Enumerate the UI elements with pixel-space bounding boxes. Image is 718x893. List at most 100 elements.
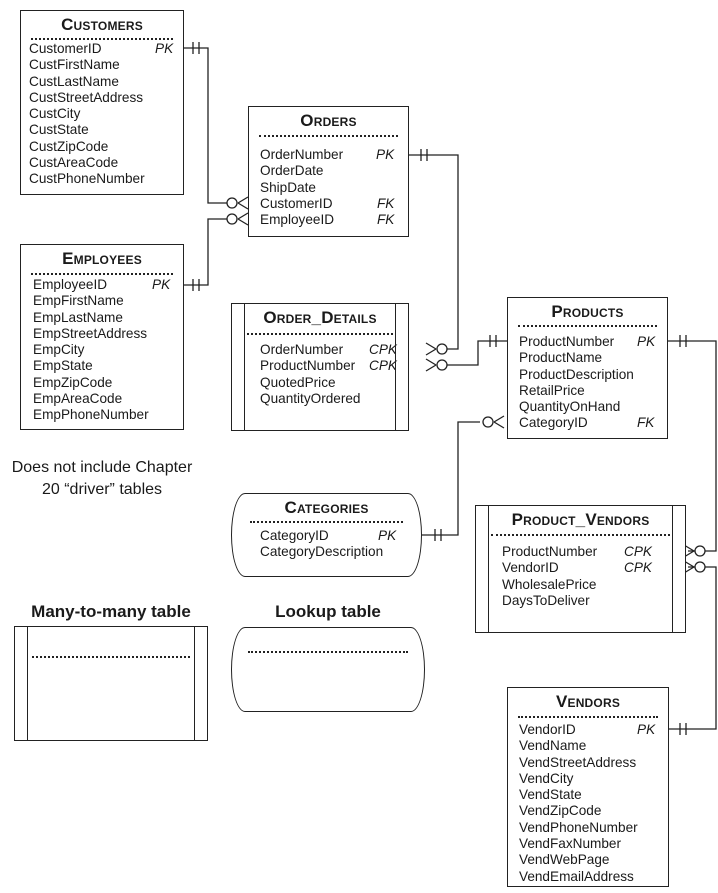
one-marker-categories [434,529,442,541]
field-name: EmployeeID [33,277,108,292]
field-row: EmpPhoneNumber [21,407,183,423]
field-name: CategoryID [519,415,588,431]
field-name: EmpZipCode [33,374,113,390]
field-row: ProductDescription [508,367,667,383]
key-label: FK [377,212,395,228]
field-row: VendName [508,738,668,754]
field-name: VendStreetAddress [519,754,637,770]
field-name: CustZipCode [29,138,109,154]
field-row: EmpStreetAddress [21,326,183,342]
key-label: FK [637,415,655,431]
field-row: ProductName [508,350,667,366]
many-marker-orders-customer [226,196,249,210]
field-name: EmpLastName [33,309,123,325]
field-row: VendFaxNumber [508,836,668,852]
key-label: PK [155,41,174,56]
key-label: PK [152,277,171,292]
one-marker-employees [192,279,200,291]
many-marker-orders-employee [226,212,249,226]
rel-employees-orders [184,218,230,286]
field-name: ProductNumber [502,544,598,559]
field-name: VendorID [502,560,559,576]
field-row: CustZipCode [21,139,183,155]
title-divider [518,716,658,718]
title-divider [250,521,403,523]
field-name: VendEmailAddress [519,868,634,884]
field-name: QuotedPrice [260,374,336,390]
many-marker-od-product [425,358,448,372]
field-row: WholesalePrice [475,577,686,593]
field-row: VendorID CPK [475,560,686,576]
field-row: QuantityOrdered [231,391,409,407]
entity-title: Products [551,302,624,321]
note-line-2: 20 “driver” tables [41,481,163,498]
field-name: VendZipCode [519,803,602,819]
many-marker-pv-product [683,544,706,558]
field-name: EmpStreetAddress [33,325,148,341]
key-label: PK [376,147,395,162]
field-row: VendState [508,787,668,803]
field-row: VendZipCode [508,803,668,819]
field-name: VendWebPage [519,852,610,868]
field-name: QuantityOrdered [260,390,361,406]
field-name: DaysToDeliver [502,592,590,608]
title-divider [518,325,657,327]
field-name: VendCity [519,770,574,786]
field-name: VendFaxNumber [519,836,622,852]
legend-lookup-label: Lookup table [275,602,381,621]
field-row: EmpState [21,358,183,374]
key-label: CPK [624,544,652,559]
field-row: VendEmailAddress [508,869,668,885]
field-row: CustPhoneNumber [21,171,183,187]
field-row: RetailPrice [508,383,667,399]
legend-lookup-box [231,627,425,712]
entity-title: Orders [300,111,357,130]
field-name: VendState [519,787,582,803]
field-name: CustomerID [260,195,333,211]
entity-title: Product_Vendors [511,510,650,529]
field-name: OrderDate [260,163,324,179]
many-marker-products-category [482,415,505,429]
field-name: VendorID [519,722,576,737]
one-marker-customers [192,42,200,54]
key-label: CPK [624,560,652,576]
key-label: PK [637,334,656,349]
field-name: CustCity [29,106,81,122]
field-row: CustFirstName [21,57,183,73]
field-name: ProductName [519,350,603,366]
entity-title: Categories [284,498,369,517]
field-row: CustState [21,122,183,138]
legend-many-to-many-label: Many-to-many table [31,602,191,621]
field-row: EmpCity [21,342,183,358]
field-name: CustLastName [29,73,119,89]
title-divider [247,333,393,335]
field-name: CategoryDescription [260,544,384,560]
field-row: EmpAreaCode [21,391,183,407]
field-row: CustAreaCode [21,155,183,171]
field-row: CustLastName [21,74,183,90]
field-name: EmpCity [33,342,85,358]
field-row: EmployeeID PK [21,277,183,293]
field-row: VendStreetAddress [508,755,668,771]
field-name: VendName [519,738,587,754]
title-divider [248,651,408,653]
field-name: CustAreaCode [29,155,119,171]
field-row: VendPhoneNumber [508,820,668,836]
field-name: CustStreetAddress [29,89,144,105]
field-name: OrderNumber [260,342,344,357]
field-name: QuantityOnHand [519,399,621,415]
